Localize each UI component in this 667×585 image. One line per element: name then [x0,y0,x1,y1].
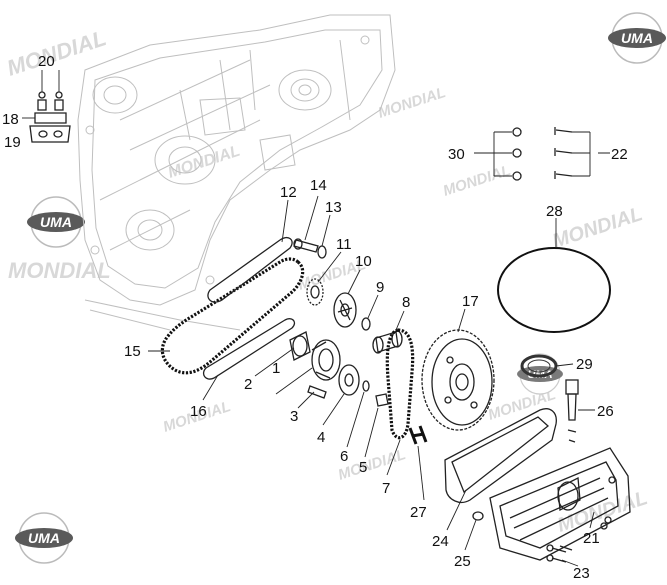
fastener-group-30 [474,127,522,181]
watermark-text: MONDIAL [4,25,109,80]
logo-text: UMA [40,214,72,230]
callout-18: 18 [2,111,19,128]
logo-text: UMA [621,30,653,46]
plug-25 [472,511,484,521]
washer-6 [362,380,370,392]
callout-26: 26 [597,403,614,420]
callout-25: 25 [454,553,471,570]
callout-30: 30 [448,146,465,163]
clip-27 [408,425,428,445]
callout-2: 2 [244,376,252,393]
uma-logo-left: UMA [27,196,85,248]
sump-cover-21 [489,447,631,561]
bolt-13-14 [293,238,327,259]
uma-logo-right: UMA [517,353,563,395]
leader-lines [148,195,595,567]
callout-17: 17 [462,293,479,310]
chain-tensioner-blade [207,236,293,303]
callout-12: 12 [280,184,297,201]
washer-9 [361,317,371,331]
oil-pump [289,331,341,381]
callout-28: 28 [546,203,563,220]
callout-5: 5 [359,459,367,476]
gear-4 [338,364,360,396]
gear-10 [333,292,357,328]
callout-4: 4 [317,429,325,446]
callout-21: 21 [583,530,600,547]
watermark-text: MONDIAL [376,84,448,122]
callout-3: 3 [290,408,298,425]
tensioner-assembly [22,70,71,143]
callout-22: 22 [611,146,628,163]
uma-logo-top-right: UMA [608,12,666,64]
callout-9: 9 [376,279,384,296]
watermark-text: MONDIAL [550,203,646,253]
bolts-23 [546,522,608,563]
callout-6: 6 [340,448,348,465]
logo-text: UMA [28,530,60,546]
callout-7: 7 [382,480,390,497]
chain-guide [202,318,296,380]
o-ring-28 [497,247,611,333]
timing-chain [160,257,305,375]
screw-3 [307,385,327,399]
callout-20: 20 [38,53,55,70]
crankcase-sketch [77,14,396,331]
callout-15: 15 [124,343,141,360]
callout-23: 23 [573,565,590,582]
sensor-26 [565,379,579,443]
sprocket-17 [421,329,495,431]
callout-27: 27 [410,504,427,521]
callout-labels: 1 2 3 4 5 6 7 8 9 10 11 12 13 14 15 16 1… [2,53,628,582]
callout-10: 10 [355,253,372,270]
uma-logo-bottom-left: UMA [15,512,73,564]
callout-11: 11 [336,236,352,253]
callout-19: 19 [4,134,21,151]
nut-5 [375,393,389,407]
watermark-text: MONDIAL [441,162,513,200]
callout-8: 8 [402,294,410,311]
watermark-text: MONDIAL [8,258,111,283]
callout-1: 1 [272,360,280,377]
callout-16: 16 [190,403,207,420]
callout-13: 13 [325,199,342,216]
gasket-24 [444,408,557,504]
callout-14: 14 [310,177,327,194]
callout-24: 24 [432,533,449,550]
sprocket-11 [306,278,324,306]
callout-29: 29 [576,356,593,373]
fastener-group-22 [554,127,610,179]
